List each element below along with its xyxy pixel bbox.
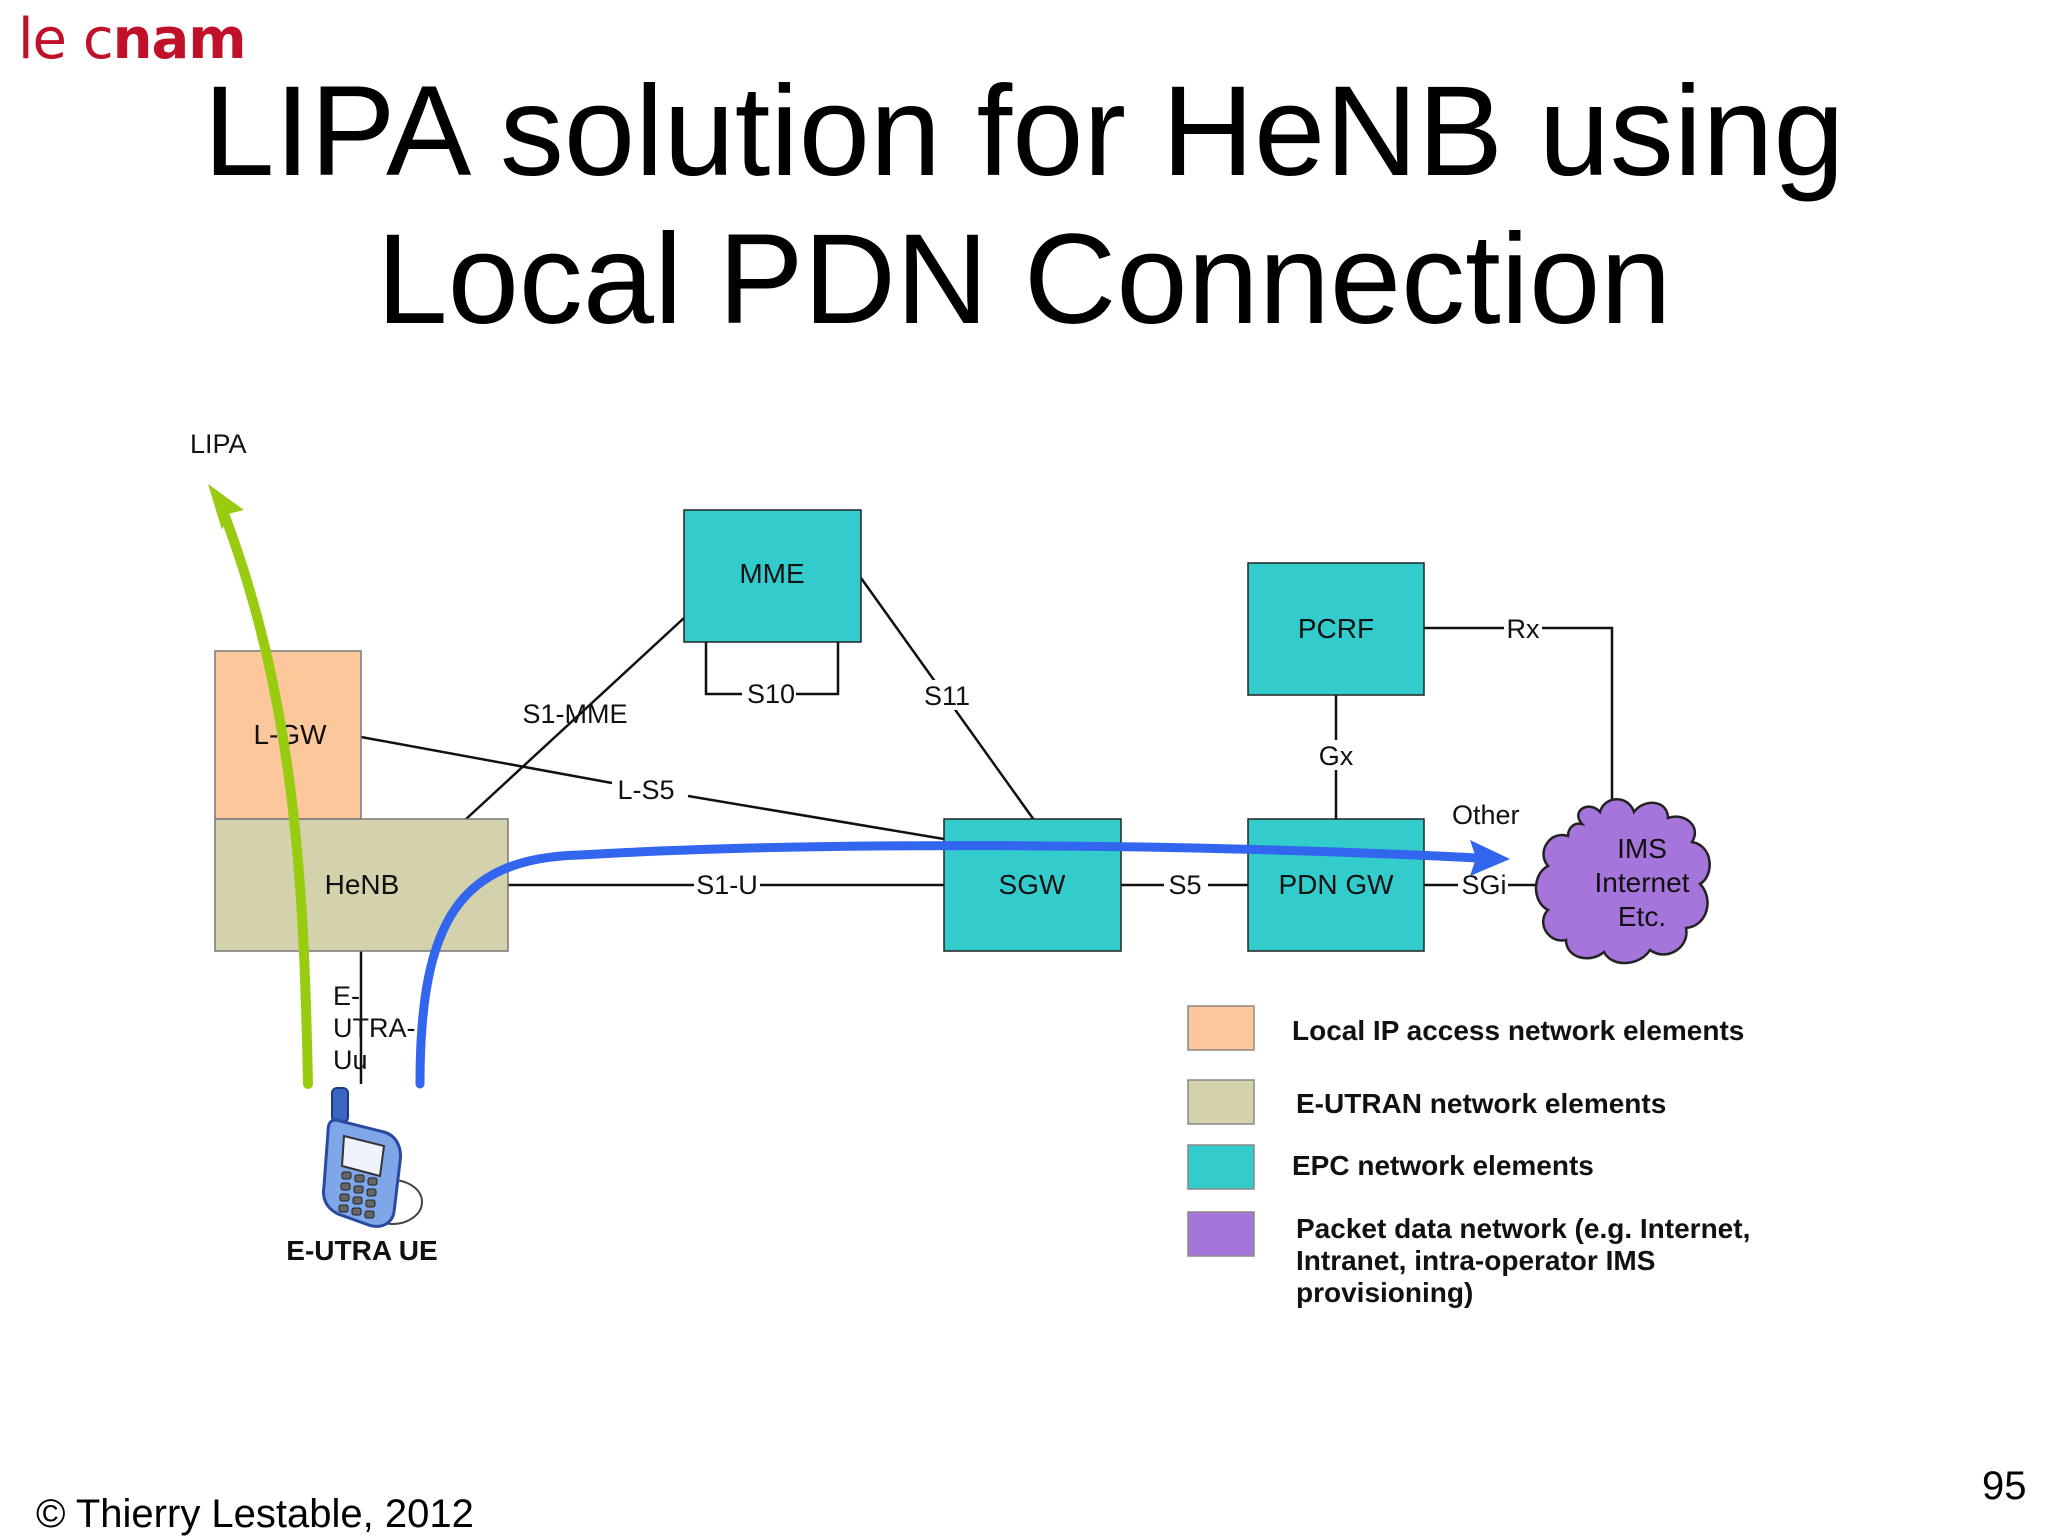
ims-label-2: Internet xyxy=(1595,867,1690,898)
lipa-flow-arrow xyxy=(213,493,313,1089)
sgw-label: SGW xyxy=(999,869,1066,900)
legend-label-local-ip: Local IP access network elements xyxy=(1292,1015,1744,1046)
rx-line xyxy=(1424,626,1614,820)
sgw-node xyxy=(943,818,1122,952)
legend-swatch-pdn xyxy=(1187,1211,1255,1257)
s10-label: S10 xyxy=(747,679,795,709)
legend-label-pdn-2: Intranet, intra-operator IMS xyxy=(1296,1245,1655,1276)
s5-label: S5 xyxy=(1168,870,1201,900)
l-s5-label: L-S5 xyxy=(617,775,674,805)
pdn-gw-node xyxy=(1247,818,1425,952)
legend-swatch-eutran xyxy=(1187,1079,1255,1125)
ims-cloud xyxy=(1534,798,1711,965)
other-label: Other xyxy=(1452,800,1520,830)
ims-label-3: Etc. xyxy=(1618,901,1666,932)
l-gw-label: L-GW xyxy=(253,719,327,750)
legend-swatch-epc xyxy=(1187,1144,1255,1190)
l-s5-line-a xyxy=(360,735,613,785)
gx-label: Gx xyxy=(1319,741,1354,771)
pcrf-node xyxy=(1247,562,1425,696)
legend-label-eutran: E-UTRAN network elements xyxy=(1296,1088,1666,1119)
lipa-label: LIPA xyxy=(190,429,247,459)
pcrf-label: PCRF xyxy=(1298,613,1374,644)
legend: Local IP access network elements E-UTRAN… xyxy=(1187,1005,1750,1308)
other-arrow-head xyxy=(1470,840,1510,876)
other-flow-arrow xyxy=(415,841,1483,1089)
s1-mme-line xyxy=(464,617,685,821)
mobile-phone-icon xyxy=(322,1087,423,1228)
sgi-label: SGi xyxy=(1461,870,1506,900)
legend-label-pdn-3: provisioning) xyxy=(1296,1277,1473,1308)
legend-label-epc: EPC network elements xyxy=(1292,1150,1594,1181)
cnam-logo: le cnam xyxy=(18,7,247,72)
ue-label: E-UTRA UE xyxy=(286,1235,437,1266)
s11-label: S11 xyxy=(924,681,970,711)
lipa-arrow-head xyxy=(208,484,244,530)
s1-mme-label: S1-MME xyxy=(522,699,627,729)
page-number: 95 xyxy=(1982,1464,2027,1508)
pdn-gw-label: PDN GW xyxy=(1278,869,1394,900)
e-utra-uu-label-3: Uu xyxy=(333,1045,368,1075)
s1-u-label: S1-U xyxy=(696,870,758,900)
slide-title: LIPA solution for HeNB using Local PDN C… xyxy=(0,58,2048,354)
l-s5-line-b xyxy=(687,794,945,841)
legend-swatch-local-ip xyxy=(1187,1005,1255,1051)
title-line-2: Local PDN Connection xyxy=(376,208,1672,351)
copyright-footer: © Thierry Lestable, 2012 xyxy=(36,1492,474,1536)
mme-node xyxy=(683,509,862,643)
title-line-1: LIPA solution for HeNB using xyxy=(203,60,1845,203)
ims-label-1: IMS xyxy=(1617,833,1667,864)
legend-label-pdn-1: Packet data network (e.g. Internet, xyxy=(1296,1213,1750,1244)
henb-node xyxy=(214,818,509,952)
e-utra-uu-label-2: UTRA- xyxy=(333,1013,416,1043)
e-utra-uu-label-1: E- xyxy=(333,981,360,1011)
mme-label: MME xyxy=(739,558,804,589)
rx-label: Rx xyxy=(1507,614,1540,644)
interface-labels: S1-MME S10 S11 L-S5 S1-U S5 SGi Gx Rx E-… xyxy=(333,614,1542,1075)
henb-label: HeNB xyxy=(325,869,400,900)
